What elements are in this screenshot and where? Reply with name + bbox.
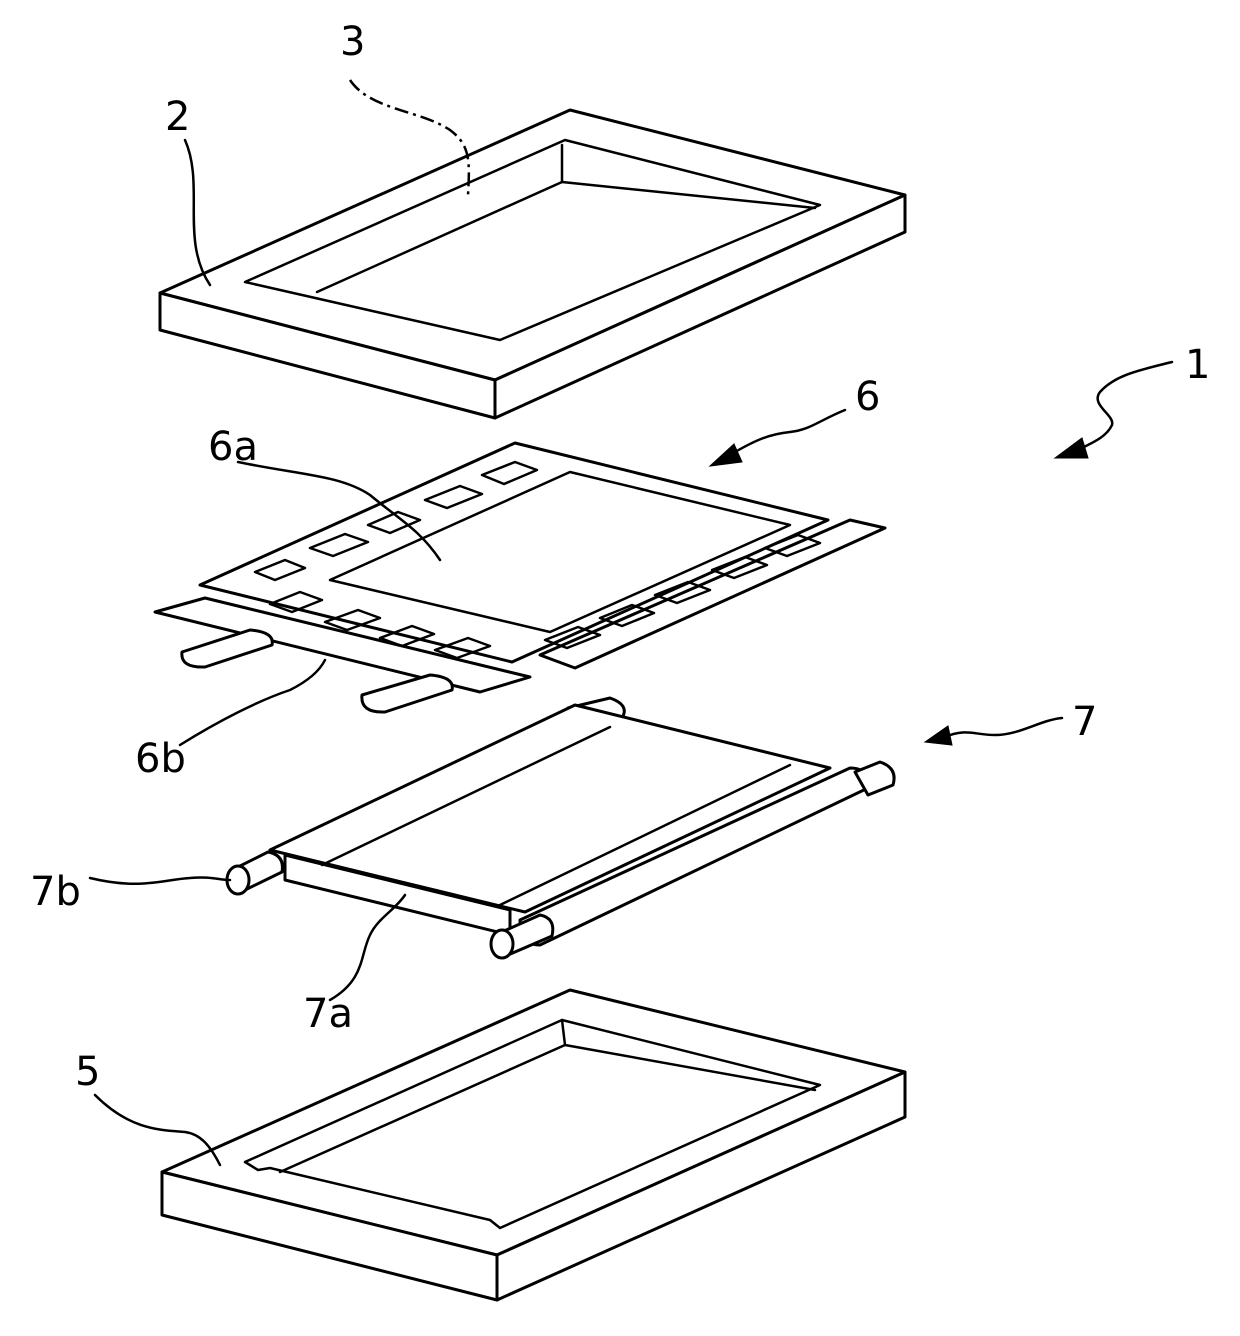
upper-frame — [160, 110, 905, 418]
label-circuit-board: 6 — [855, 374, 880, 420]
label-board-center: 6a — [208, 424, 258, 470]
label-board-strip: 6b — [135, 736, 186, 782]
arrow-6 — [710, 410, 845, 466]
label-roller-shaft: 7b — [30, 869, 81, 915]
label-upper-window: 3 — [340, 19, 365, 65]
label-assembly: 1 — [1185, 342, 1210, 388]
label-upper-frame: 2 — [165, 94, 190, 140]
roller-unit — [227, 698, 894, 958]
lower-frame — [162, 990, 905, 1300]
label-roller-unit: 7 — [1072, 699, 1097, 745]
arrow-1 — [1055, 362, 1172, 458]
circuit-board — [155, 443, 885, 712]
label-lower-frame: 5 — [75, 1049, 100, 1095]
label-roller-film: 7a — [303, 991, 353, 1037]
arrow-7 — [925, 718, 1062, 745]
